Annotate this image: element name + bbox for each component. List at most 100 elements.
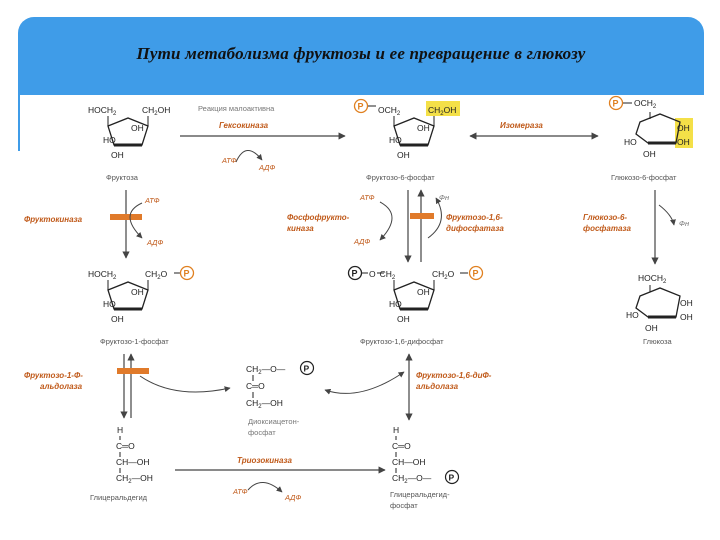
svg-text:OH: OH [417, 123, 430, 133]
dhap-line1: CH2—O— [246, 364, 286, 376]
fbpase-label-1: Фруктозо-1,6- [446, 213, 503, 222]
fructose-oh-a: OH [131, 123, 144, 133]
fructose-6-phosphate-molecule: P OCH2 CH2OH OH HO OH Фруктозо-6-фосфат [353, 98, 460, 182]
ga3p-caption-2: фосфат [390, 501, 418, 510]
pfk-label-2: киназа [287, 224, 314, 233]
svg-text:OH: OH [677, 123, 690, 133]
fk-adp: АДФ [146, 238, 163, 247]
glyceraldehyde-caption: Глицеральдегид [90, 493, 148, 502]
svg-text:P: P [304, 364, 310, 374]
svg-text:P: P [449, 473, 455, 483]
g6p-group: OCH2 [634, 98, 657, 110]
tk-adp: АДФ [284, 493, 301, 502]
fructose-1-phosphate-molecule: HOCH2 CH2O P OH HO OH Фруктозо-1-фосфат [88, 265, 195, 346]
triokinase-reaction: Триозокиназа АТФ АДФ [175, 456, 386, 502]
svg-text:OH: OH [677, 137, 690, 147]
isomerase-reaction: Изомераза [469, 121, 599, 140]
glyceraldehyde-line2: CH—OH [116, 457, 150, 467]
ga3p-line2: CH—OH [392, 457, 426, 467]
fructose-molecule: HOCH2 CH2OH OH HO OH Фруктоза [88, 105, 170, 182]
ga3p-line1: C═O [392, 441, 411, 451]
svg-text:HO: HO [103, 299, 116, 309]
glyceraldehyde-line1: C═O [116, 441, 135, 451]
svg-text:P: P [613, 99, 619, 109]
pfk-label-1: Фосфофрукто- [287, 213, 350, 222]
glucose-group: HOCH2 [638, 273, 667, 285]
dhap-line3: CH2—OH [246, 398, 283, 410]
aldolase-1-label-1: Фруктозо-1-Ф- [24, 371, 83, 380]
glucose-molecule: HOCH2 OH OH HO OH Глюкоза [626, 273, 693, 346]
glyceraldehyde-line3: CH2—OH [116, 473, 153, 485]
ga3p-line3: CH2—O— [392, 473, 432, 485]
svg-text:OH: OH [417, 287, 430, 297]
svg-text:OH: OH [643, 149, 656, 159]
svg-text:H: H [393, 425, 399, 435]
fructokinase-reaction: Фруктокиназа АТФ АДФ [24, 190, 163, 259]
fbpase-block [410, 213, 434, 219]
svg-text:H: H [117, 425, 123, 435]
dhap-caption-2: фосфат [248, 428, 276, 437]
f16bp-group-c1: CH2O [432, 269, 455, 281]
fructokinase-block [110, 214, 142, 220]
svg-text:P: P [358, 102, 364, 112]
ga3p-caption-1: Глицеральдегид- [390, 490, 450, 499]
f6p-caption: Фруктозо-6-фосфат [366, 173, 435, 182]
aldolase-1-dhap-arrow [139, 375, 231, 393]
fbpase-label-2: дифосфатаза [446, 224, 504, 233]
g6pase-pn: Фн [679, 219, 689, 228]
fructose-oh-b: OH [111, 150, 124, 160]
pfk-atp: АТФ [359, 193, 375, 202]
aldolase-1-block [117, 368, 149, 374]
svg-text:OH: OH [680, 298, 693, 308]
dhap-caption-1: Диоксиацетон- [248, 417, 300, 426]
hex-adp: АДФ [258, 163, 275, 172]
glucose-caption: Глюкоза [643, 337, 673, 346]
fructose-group-c1: HOCH2 [88, 105, 117, 117]
slide-title: Пути метаболизма фруктозы и ее превращен… [136, 44, 586, 63]
svg-text:P: P [473, 269, 479, 279]
title-banner: Пути метаболизма фруктозы и ее превращен… [18, 17, 704, 95]
hexokinase-cofactor-arrow [235, 150, 263, 163]
svg-text:OH: OH [680, 312, 693, 322]
aldolase-2-dhap-arrow [324, 371, 405, 395]
g6pase-label-2: фосфатаза [583, 224, 631, 233]
f1p-caption: Фруктозо-1-фосфат [100, 337, 169, 346]
low-activity-note: Реакция малоактивна [198, 104, 275, 113]
svg-text:HO: HO [389, 135, 402, 145]
fructose-ho: HO [103, 135, 116, 145]
aldolase-2-label-2: альдолаза [416, 382, 459, 391]
triokinase-label: Триозокиназа [237, 456, 293, 465]
isomerase-label: Изомераза [500, 121, 543, 130]
pfk-adp: АДФ [353, 237, 370, 246]
g6p-caption: Глюкозо-6-фосфат [611, 173, 677, 182]
svg-text:HO: HO [624, 137, 637, 147]
f1p-group-c1: CH2O [145, 269, 168, 281]
dihydroxyacetone-phosphate-molecule: CH2—O— P C═O CH2—OH Диоксиацетон- фосфат [246, 360, 315, 437]
svg-text:P: P [184, 269, 190, 279]
fbpase-pn: Фн [439, 193, 449, 202]
tk-atp: АТФ [232, 487, 248, 496]
svg-text:OH: OH [645, 323, 658, 333]
glucose-6-phosphatase-reaction: Глюкозо-6- фосфатаза Фн [583, 190, 689, 265]
hexokinase-reaction: Реакция малоактивна Гексокиназа АТФ АДФ [180, 104, 346, 172]
pfk-fbpase-reaction: Фосфофрукто- киназа АТФ АДФ Фруктозо-1,6… [287, 189, 504, 263]
aldolase-1-label-2: альдолаза [40, 382, 83, 391]
f1p-group-c6: HOCH2 [88, 269, 117, 281]
aldolase-1-reaction: Фруктозо-1-Ф- альдолаза [24, 353, 231, 419]
svg-text:HO: HO [389, 299, 402, 309]
glyceraldehyde-phosphate-molecule: H C═O CH—OH CH2—O— P Глицеральдегид- фос… [390, 425, 460, 510]
glucose-6-phosphate-molecule: P OCH2 OH OH HO OH Глюкозо-6-фосфат [608, 95, 693, 182]
dhap-line2: C═O [246, 381, 265, 391]
g6pase-label-1: Глюкозо-6- [583, 213, 627, 222]
aldolase-2-label-1: Фруктозо-1,6-диФ- [416, 371, 492, 380]
f16bp-caption: Фруктозо-1,6-дифосфат [360, 337, 444, 346]
fructose-caption: Фруктоза [106, 173, 139, 182]
svg-text:OH: OH [397, 314, 410, 324]
fructose-ring [107, 117, 149, 146]
svg-text:OH: OH [111, 314, 124, 324]
svg-text:OH: OH [131, 287, 144, 297]
svg-text:HO: HO [626, 310, 639, 320]
